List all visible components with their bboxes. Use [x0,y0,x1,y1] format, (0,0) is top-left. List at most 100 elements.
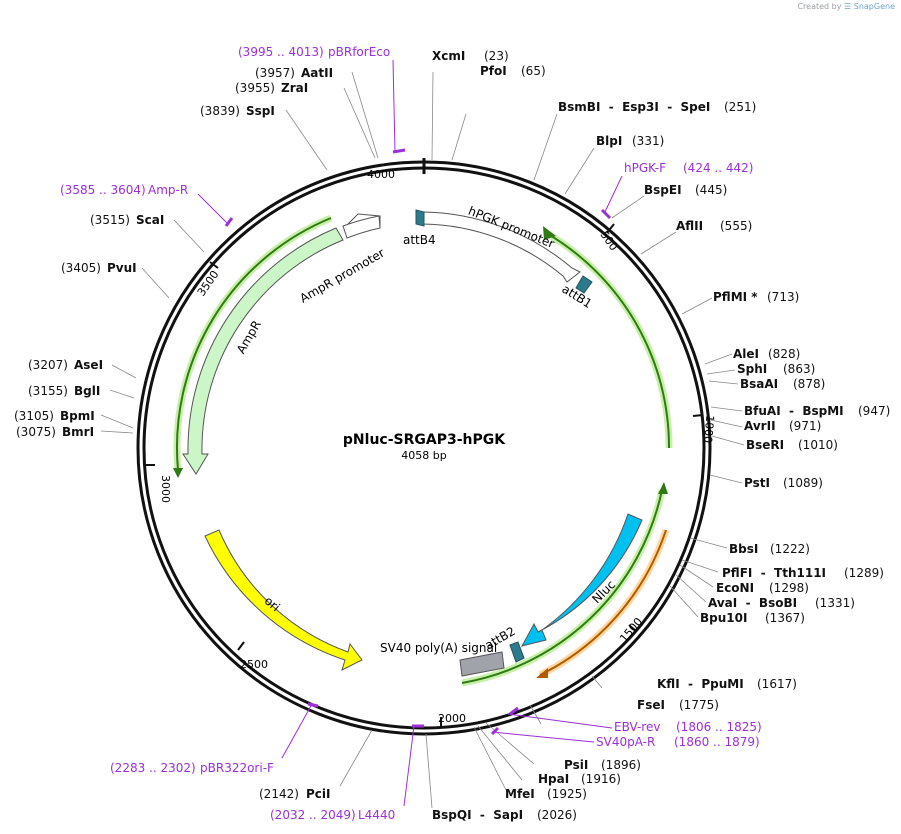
enzyme-sphi-pos: (863) [783,362,815,376]
tick-mark-2500 [237,641,245,651]
enzyme-bbsi-name: BbsI [729,542,758,556]
tick-label-1000: 1000 [701,415,716,444]
credit-brand: SnapGene [853,2,895,11]
enzyme-pfoi-name: PfoI [480,64,507,78]
primer-labels: (3995 .. 4013) pBRforEco hPGK-F (424 .. … [60,45,762,822]
orf-arrow-right [547,233,671,449]
primer-amp-r-range: (3585 .. 3604) [60,183,146,197]
ampr-feature [182,227,344,475]
enzyme-bgli-pos: (3155) [28,384,68,398]
enzyme-kfli-name: KflI - PpuMI [657,677,744,691]
tick-label-3000: 3000 [159,475,172,503]
enzyme-econi-name: EcoNI [716,581,754,595]
orf-arrow-right-head [543,226,556,240]
orf-arrows [173,214,673,687]
enzyme-avai-name: AvaI - BsoBI [708,596,797,610]
enzyme-econi-pos: (1298) [769,581,809,595]
plasmid-length: 4058 bp [401,449,446,462]
enzyme-bspqi-name: BspQI - SapI [432,808,523,822]
plasmid-name: pNluc-SRGAP3-hPGK [343,432,506,448]
enzyme-bpmi-pos: (3105) [14,409,54,423]
enzyme-scai-name: ScaI [136,213,164,227]
enzyme-bbsi-pos: (1222) [770,542,810,556]
enzyme-bpu10i-pos: (1367) [765,611,805,625]
nluc-feature [521,513,643,647]
enzyme-hpai-pos: (1916) [581,772,621,786]
enzyme-bsmbi-pos: (251) [724,100,756,114]
orf-arrow-left-head [173,468,183,478]
enzyme-avrii-pos: (971) [789,419,821,433]
tick-label-2500: 2500 [240,658,268,671]
enzyme-pflmi-pos: (713) [767,290,799,304]
enzyme-bfuai-name: BfuAI - BspMI [744,404,844,418]
enzyme-aflii-name: AflII [676,219,703,233]
ampr-promoter-feature [342,213,381,239]
tick-label-1500: 1500 [617,615,645,645]
enzyme-aatii-name: AatII [301,66,333,80]
enzyme-sspi-pos: (3839) [200,104,240,118]
enzyme-scai-pos: (3515) [90,213,130,227]
attb1-feature [575,275,593,294]
primer-pbrforeco-range: (3995 .. 4013) [238,45,324,59]
enzyme-sspi-name: SspI [246,104,275,118]
enzyme-xcmi-name: XcmI [432,49,465,63]
enzyme-xcmi-pos: (23) [484,49,509,63]
tick-label-4000: 4000 [367,168,395,181]
enzyme-bsaai-name: BsaAI [740,377,778,391]
enzyme-avai-pos: (1331) [815,596,855,610]
primer-pbr322ori-f-name: pBR322ori-F [200,761,274,775]
enzyme-bpu10i-name: Bpu10I [700,611,747,625]
enzyme-beseri-pos: (1010) [798,438,838,452]
enzyme-pfoi-pos: (65) [521,64,546,78]
enzyme-bfuai-pos: (947) [858,404,890,418]
enzyme-bspei-name: BspEI [644,183,682,197]
enzyme-pvui-pos: (3405) [61,261,101,275]
enzyme-pflmi-name: PflMI * [713,290,758,304]
enzyme-aatii-pos: (3957) [255,66,295,80]
attb4-feature [415,209,425,227]
enzyme-alei-pos: (828) [768,347,800,361]
enzyme-avrii-name: AvrII [744,419,776,433]
primer-hpgk-f-name: hPGK-F [624,161,666,175]
attb4-label: attB4 [403,233,436,247]
enzyme-asei-pos: (3207) [28,358,68,372]
enzyme-aflii-pos: (555) [720,219,752,233]
orf-arrow-bottom-head [658,482,668,494]
primer-lines [197,59,623,807]
enzyme-psti-pos: (1089) [783,476,823,490]
enzyme-beseri-name: BseRI [746,438,784,452]
tick-mark-1000 [692,414,704,417]
primer-ebv-rev-range: (1806 .. 1825) [676,720,762,734]
enzyme-psii-name: PsiI [564,758,588,772]
enzyme-pflfi-name: PflFI - Tth111I [722,566,826,580]
enzyme-labels: XcmI (23) PfoI (65) BsmBI - Esp3I - SpeI… [14,49,890,822]
enzyme-alei-name: AleI [733,347,759,361]
attb2-feature [509,641,525,663]
enzyme-fsei-pos: (1775) [679,698,719,712]
enzyme-bmri-name: BmrI [62,425,94,439]
tick-mark-3500 [209,261,219,269]
tick-mark-500 [606,223,615,234]
enzyme-leader-lines [100,71,745,809]
primer-sv40pa-r-range: (1860 .. 1879) [674,735,760,749]
credit: Created by ☰ SnapGene [797,2,895,11]
primer-hpgk-f-range: (424 .. 442) [683,161,753,175]
primer-amp-r-name: Amp-R [148,183,188,197]
enzyme-mfei-name: MfeI [505,787,535,801]
enzyme-mfei-pos: (1925) [547,787,587,801]
primer-l4440-range: (2032 .. 2049) [270,808,356,822]
tick-label-2000: 2000 [438,712,466,725]
snapgene-logo-icon: ☰ [844,2,852,11]
enzyme-bmri-pos: (3075) [16,425,56,439]
enzyme-sphi-name: SphI [737,362,767,376]
enzyme-hpai-name: HpaI [538,772,569,786]
enzyme-psti-name: PstI [744,476,770,490]
tick-mark-1500 [628,624,637,632]
enzyme-bsaai-pos: (878) [793,377,825,391]
ori-feature [204,529,363,671]
enzyme-zrai-pos: (3955) [235,81,275,95]
orf-arrow-left [175,217,332,471]
orf-arrow-orange-head [536,668,548,678]
orf-arrow-bottom [461,489,663,684]
